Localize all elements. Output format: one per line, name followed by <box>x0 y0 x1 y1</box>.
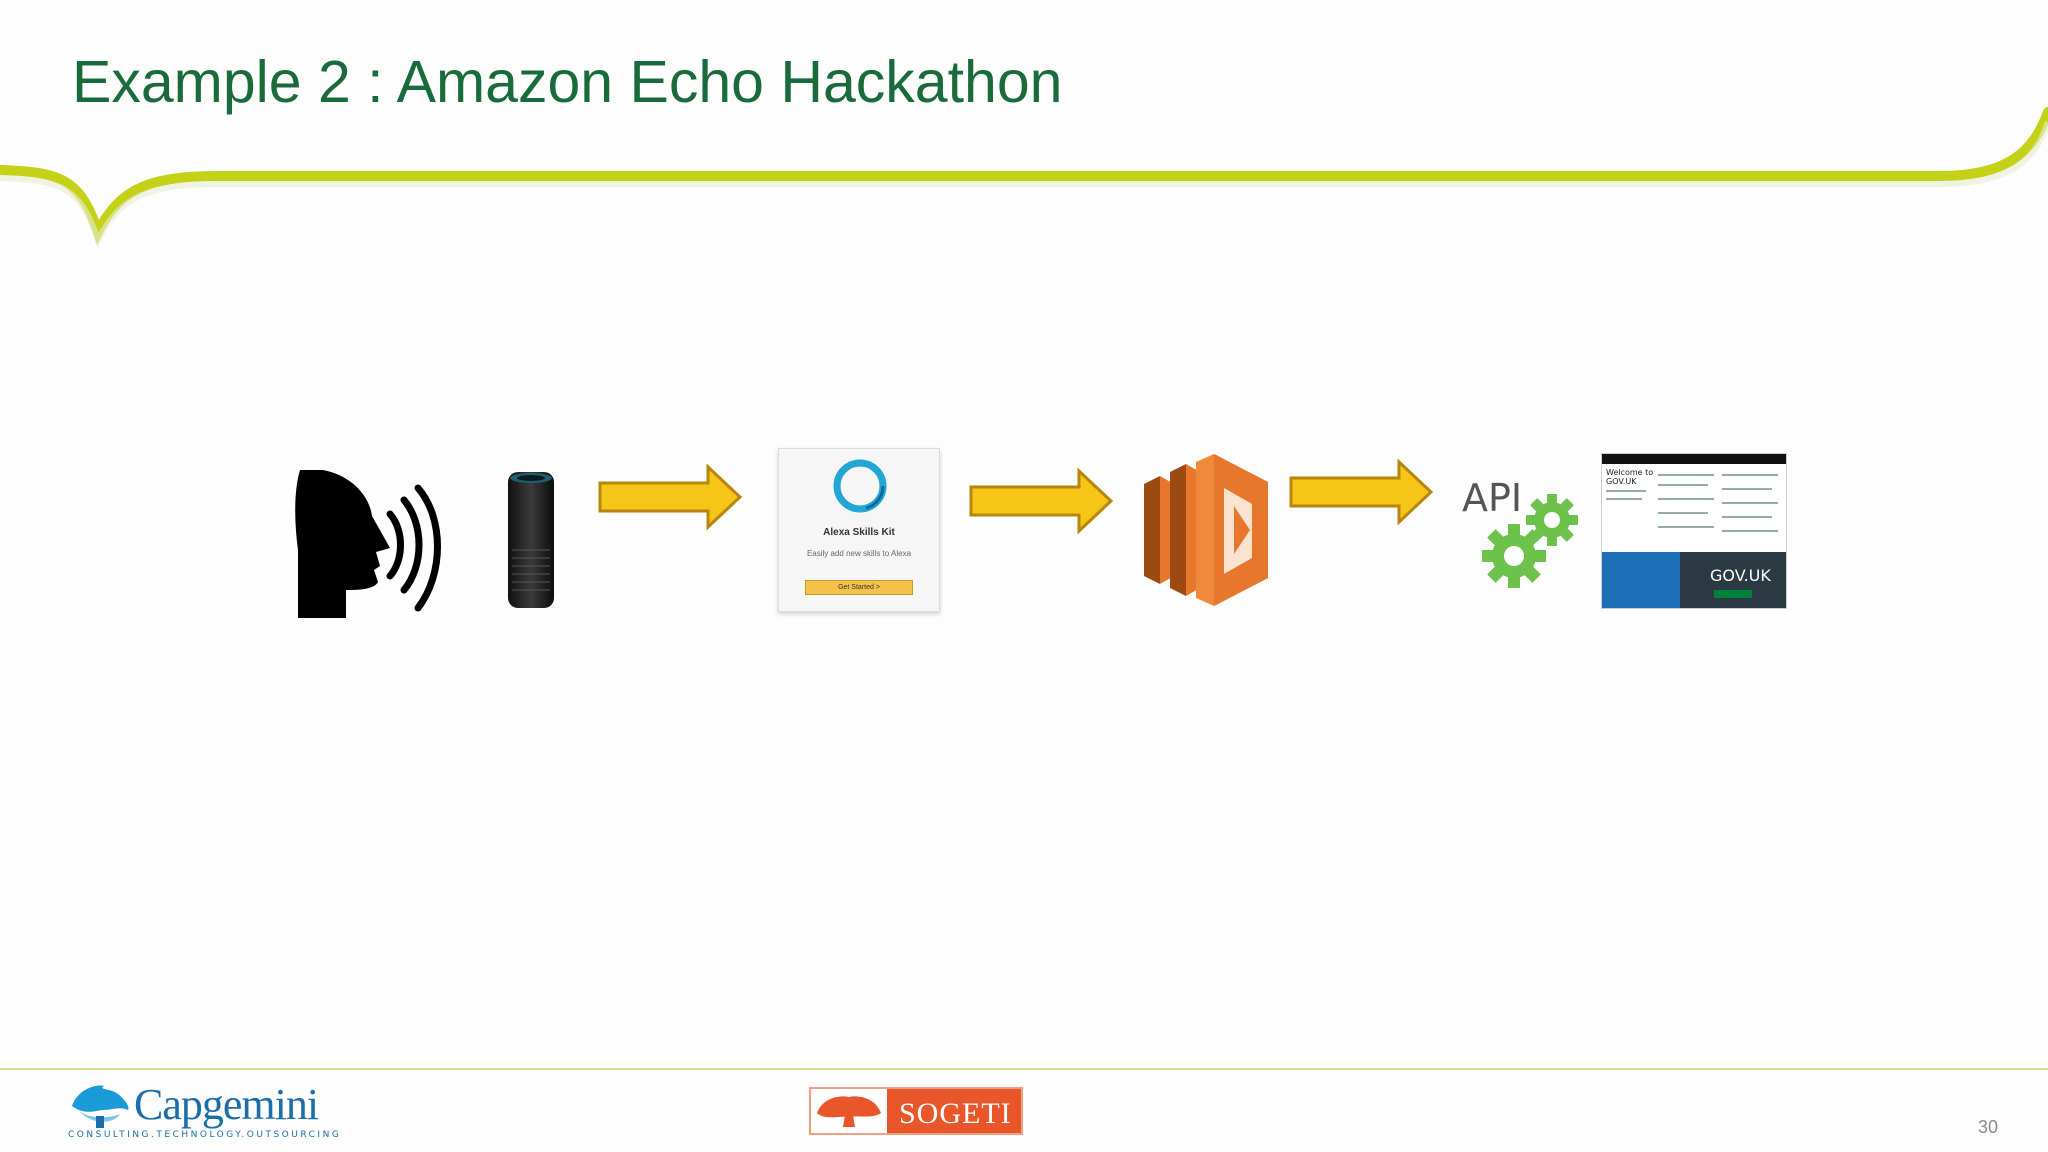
header-swoosh <box>0 107 2048 248</box>
gov-heading: Welcome to GOV.UK <box>1606 468 1654 486</box>
gov-text-line <box>1658 474 1714 476</box>
gov-text-line <box>1722 530 1778 532</box>
flow-arrow-1 <box>598 463 743 531</box>
capgemini-logo-text: Capgemini <box>134 1080 319 1129</box>
gov-text-line <box>1722 488 1772 490</box>
sogeti-logo: SOGETI <box>809 1087 1023 1135</box>
gears-icon <box>1482 494 1578 588</box>
sogeti-logo-text: SOGETI <box>899 1097 1012 1130</box>
gov-text-line <box>1606 498 1642 500</box>
alexa-skills-kit-card: Alexa Skills Kit Easily add new skills t… <box>778 448 940 612</box>
flow-arrow-2 <box>969 467 1114 535</box>
gov-dark-band <box>1680 552 1786 608</box>
gov-text-line <box>1722 474 1778 476</box>
alexa-card-title: Alexa Skills Kit <box>823 527 895 538</box>
get-started-button[interactable]: Get Started > <box>805 580 913 595</box>
gov-green-button <box>1714 590 1752 598</box>
gov-text-line <box>1658 498 1714 500</box>
aws-lambda-icon <box>1144 454 1268 606</box>
flow-arrow-3 <box>1289 458 1434 526</box>
sogeti-spade-box <box>811 1089 887 1133</box>
capgemini-spade-icon <box>72 1085 129 1128</box>
slide-title: Example 2 : Amazon Echo Hackathon <box>72 49 1063 115</box>
gov-topbar <box>1602 454 1786 464</box>
gov-uk-logo-text: GOV.UK <box>1710 566 1771 585</box>
gov-text-line <box>1658 512 1708 514</box>
gov-text-line <box>1722 516 1772 518</box>
footer-divider <box>0 1068 2048 1070</box>
page-number: 30 <box>1977 1117 1998 1137</box>
speaking-person-icon <box>295 470 441 618</box>
capgemini-tagline: CONSULTING.TECHNOLOGY.OUTSOURCING <box>68 1130 342 1140</box>
gov-text-line <box>1722 502 1778 504</box>
gov-text-line <box>1606 490 1646 492</box>
alexa-ring-icon <box>833 459 887 513</box>
gov-uk-screenshot: Welcome to GOV.UK GOV.UK <box>1601 453 1787 609</box>
gov-text-line <box>1658 526 1714 528</box>
amazon-echo-icon <box>508 472 554 608</box>
api-label: API <box>1462 476 1523 520</box>
alexa-card-subtitle: Easily add new skills to Alexa <box>806 549 912 558</box>
gov-text-line <box>1658 484 1708 486</box>
sogeti-spade-icon <box>817 1096 881 1127</box>
